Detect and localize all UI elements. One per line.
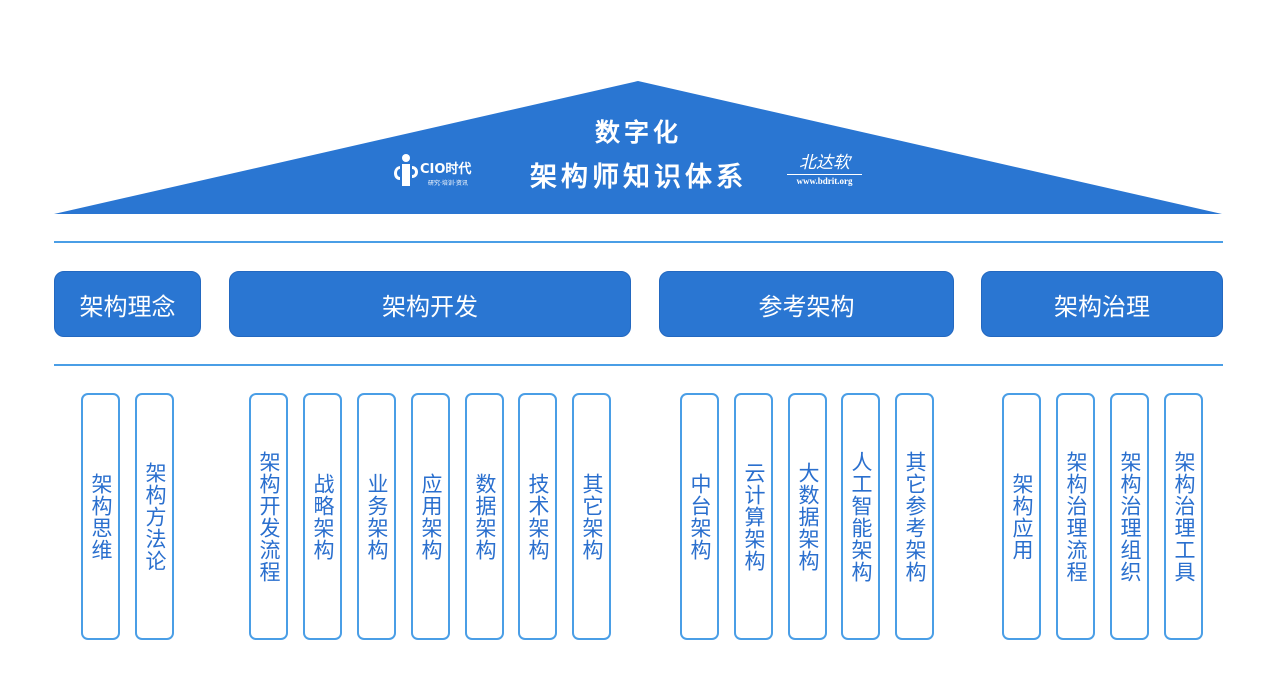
category-architecture-development: 架构开发 xyxy=(229,271,631,337)
bdrit-logo-url: www.bdrit.org xyxy=(796,176,853,186)
pillar: 架构治理工具 xyxy=(1164,393,1203,640)
roof xyxy=(54,81,1222,214)
cio-logo-tagline: 研究·培训·资讯 xyxy=(428,180,468,187)
pillar-label: 其它架构 xyxy=(580,472,604,561)
pillar: 架构方法论 xyxy=(135,393,174,640)
pillar-label: 架构方法论 xyxy=(143,461,167,572)
pillar: 架构应用 xyxy=(1002,393,1041,640)
category-architecture-concept: 架构理念 xyxy=(54,271,201,337)
roof-shape xyxy=(54,81,1222,214)
pillar: 架构治理组织 xyxy=(1110,393,1149,640)
pillar-label: 中台架构 xyxy=(688,472,712,561)
pillar-label: 架构治理工具 xyxy=(1172,450,1196,583)
pillar-label: 大数据架构 xyxy=(796,461,820,572)
roof-title-line2: 架构师知识体系 xyxy=(530,162,747,193)
pillar: 应用架构 xyxy=(411,393,450,640)
divider-bottom xyxy=(54,364,1223,366)
pillar: 业务架构 xyxy=(357,393,396,640)
pillar: 人工智能架构 xyxy=(841,393,880,640)
cio-logo: CIO时代 研究·培训·资讯 xyxy=(390,152,482,190)
pillar-label: 应用架构 xyxy=(419,472,443,561)
pillar-label: 架构应用 xyxy=(1010,472,1034,561)
pillar-label: 人工智能架构 xyxy=(849,450,873,583)
category-label: 架构理念 xyxy=(79,292,176,321)
pillar: 架构开发流程 xyxy=(249,393,288,640)
divider-top xyxy=(54,241,1223,243)
bdrit-logo: 北达软 www.bdrit.org xyxy=(787,152,862,192)
pillar: 架构思维 xyxy=(81,393,120,640)
roof-title-line1: 数字化 xyxy=(594,118,682,147)
pillar-label: 战略架构 xyxy=(311,472,335,561)
cio-logo-icon xyxy=(394,154,418,186)
pillar: 其它参考架构 xyxy=(895,393,934,640)
pillar-label: 数据架构 xyxy=(473,472,497,561)
category-label: 参考架构 xyxy=(758,292,855,321)
pillar-label: 业务架构 xyxy=(365,472,389,561)
pillar: 技术架构 xyxy=(518,393,557,640)
pillar: 战略架构 xyxy=(303,393,342,640)
pillar: 其它架构 xyxy=(572,393,611,640)
pillar-label: 架构治理流程 xyxy=(1064,450,1088,583)
pillar: 大数据架构 xyxy=(788,393,827,640)
category-reference-architecture: 参考架构 xyxy=(659,271,954,337)
category-label: 架构治理 xyxy=(1054,292,1150,321)
pillar-label: 架构开发流程 xyxy=(257,450,281,583)
pillar: 云计算架构 xyxy=(734,393,773,640)
pillar: 数据架构 xyxy=(465,393,504,640)
category-label: 架构开发 xyxy=(382,292,478,321)
category-architecture-governance: 架构治理 xyxy=(981,271,1223,337)
bdrit-logo-name: 北达软 xyxy=(787,152,862,175)
cio-logo-name: CIO时代 xyxy=(420,162,472,177)
pillar-label: 架构治理组织 xyxy=(1118,450,1142,583)
pillar-label: 架构思维 xyxy=(89,472,113,561)
pillar-label: 云计算架构 xyxy=(742,461,766,572)
pillar-label: 其它参考架构 xyxy=(903,450,927,583)
pillar: 中台架构 xyxy=(680,393,719,640)
pillar: 架构治理流程 xyxy=(1056,393,1095,640)
pillar-label: 技术架构 xyxy=(526,472,550,561)
